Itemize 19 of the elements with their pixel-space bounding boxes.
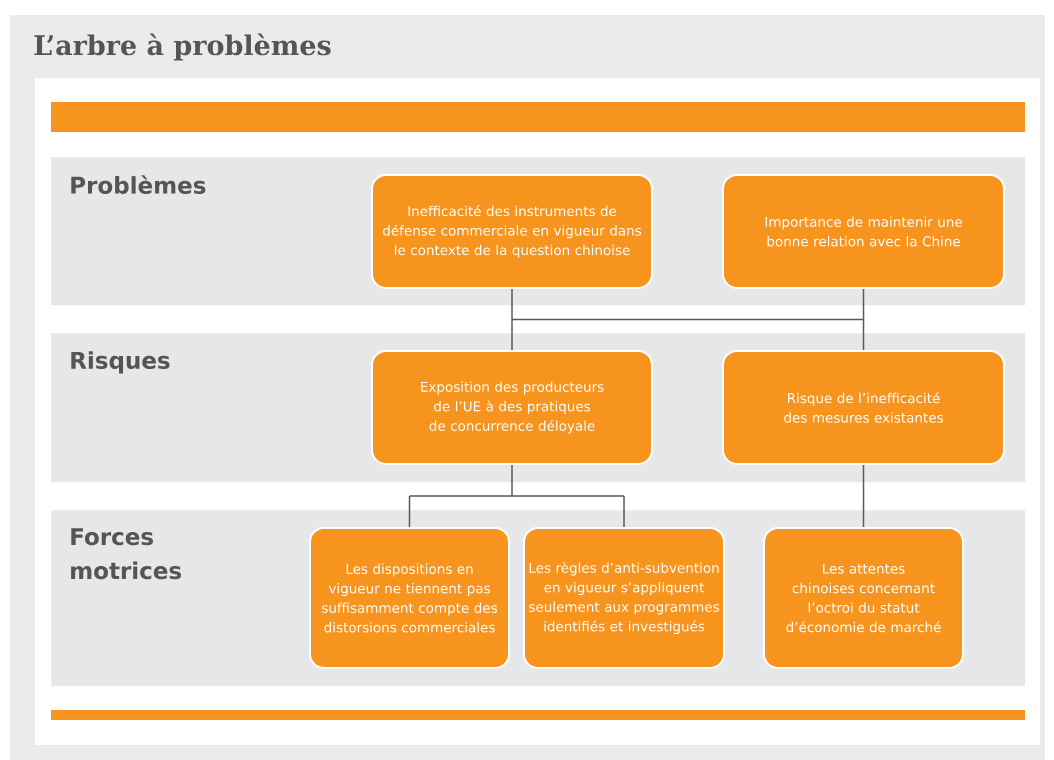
problem-box: Les attentes chinoises concernant l’octroi du statut d’économie de marché bbox=[763, 527, 964, 669]
connector-line bbox=[862, 464, 865, 497]
title: L’arbre à problèmes bbox=[34, 33, 331, 61]
connector-line bbox=[408, 495, 625, 497]
problem-box: Importance de maintenir une bonne relation avec la Chine bbox=[722, 174, 1005, 289]
connector-line bbox=[511, 318, 865, 321]
connector-line bbox=[623, 495, 625, 528]
connector-line bbox=[511, 464, 513, 497]
connector-line bbox=[862, 318, 865, 351]
connector-line bbox=[862, 288, 865, 321]
problem-box: Exposition des producteurs de l’UE à des pratiques de concurrence déloyale bbox=[371, 350, 653, 465]
problem-box: Risque de l’inefficacité des mesures existantes bbox=[722, 350, 1005, 465]
problem-box: Les règles d’anti-subvention en vigueur s’appliquent seulement aux programmes identifiés et investigués bbox=[523, 527, 725, 669]
problem-box: Les dispositions en vigueur ne tiennent pas suffisamment compte des distorsions commerciales bbox=[309, 527, 510, 669]
problem-box: Inefficacité des instruments de défense commerciale en vigueur dans le contexte de la question chinoise bbox=[371, 174, 653, 289]
connector-line bbox=[408, 495, 411, 528]
connector-line bbox=[511, 288, 513, 321]
connector-line bbox=[862, 495, 865, 528]
connector-line bbox=[511, 318, 513, 351]
